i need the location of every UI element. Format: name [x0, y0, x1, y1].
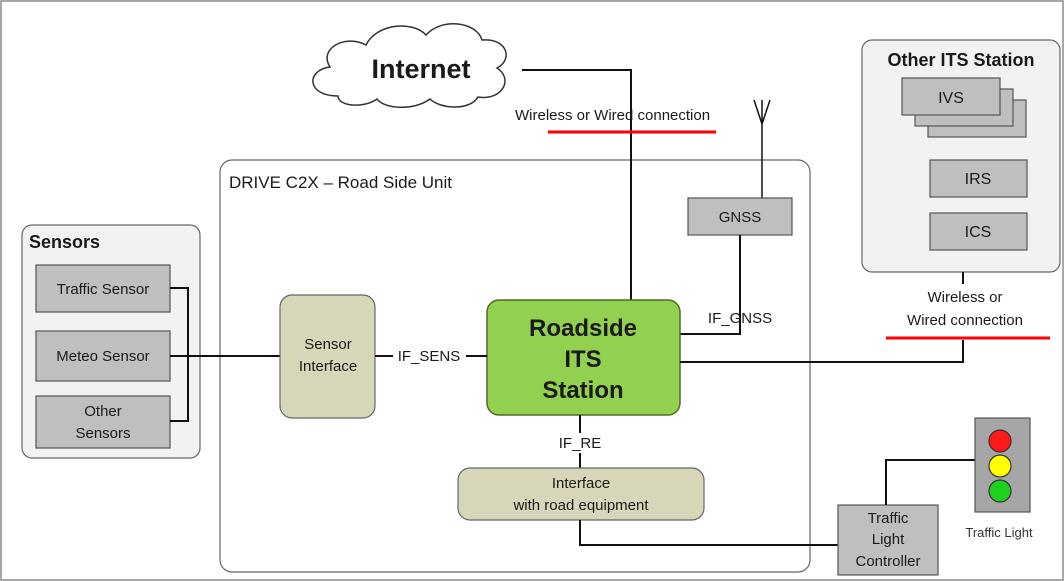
roadside-its-station: [486, 299, 681, 416]
traffic-sensor-label: Traffic Sensor: [57, 281, 150, 298]
controller-to-traffic-light-link: [885, 459, 975, 505]
traffic-light-controller-box: [837, 504, 939, 576]
sensor-interface-line-2: Interface: [299, 358, 357, 375]
irs-label: IRS: [965, 171, 992, 188]
traffic-light-red-lamp: [988, 429, 1012, 453]
other-sensors-box: [35, 395, 171, 449]
traffic-light-controller-line-2: Light: [872, 531, 905, 548]
traffic-light-controller-line-1: Traffic: [868, 510, 909, 527]
traffic-sensor-box: [35, 264, 171, 313]
meteo-sensor-label: Meteo Sensor: [56, 348, 149, 365]
sensor-interface-line-1: Sensor: [304, 336, 352, 353]
gnss-label: GNSS: [719, 209, 762, 226]
traffic-light-icon: [974, 417, 1031, 513]
irs-box: [929, 159, 1028, 198]
road-side-unit-title: DRIVE C2X – Road Side Unit: [229, 173, 452, 192]
road-interface-to-controller-link: [579, 520, 838, 546]
sensor-interface: [279, 294, 376, 419]
if-sens-label: IF_SENS: [398, 348, 461, 365]
sensor-bus: [170, 287, 189, 422]
if-gnss-label: IF_GNSS: [708, 310, 772, 327]
top-connection-label: Wireless or Wired connection: [515, 107, 710, 124]
meteo-sensor-box: [35, 330, 171, 382]
roadside-station-line-1: Roadside: [529, 315, 637, 342]
road-interface-line-2: with road equipment: [512, 497, 649, 514]
road-interface-line-1: Interface: [552, 475, 610, 492]
internet-label: Internet: [371, 54, 470, 84]
internet-cloud: [312, 23, 507, 108]
traffic-light-green-lamp: [988, 479, 1012, 503]
other-sensors-line-2: Sensors: [75, 425, 130, 442]
roadside-station-line-3: Station: [542, 377, 623, 404]
gnss-link: [680, 235, 741, 335]
traffic-light-controller-line-3: Controller: [855, 553, 920, 570]
ics-label: ICS: [965, 224, 992, 241]
sensors-title: Sensors: [29, 232, 100, 252]
roadside-station-line-2: ITS: [564, 346, 601, 373]
internet-link: [522, 69, 632, 300]
right-connection-line-1: Wireless or: [927, 289, 1002, 306]
ivs-label: IVS: [938, 90, 964, 107]
other-its-station-title: Other ITS Station: [887, 50, 1034, 70]
gnss-box: [687, 197, 793, 236]
ivs-box: [901, 77, 1001, 116]
antenna-icon: [753, 99, 771, 198]
ics-box: [929, 212, 1028, 251]
other-sensors-line-1: Other: [84, 403, 122, 420]
station-to-other-its-link: [680, 340, 964, 363]
traffic-light-label: Traffic Light: [965, 525, 1033, 540]
right-connection-line-2: Wired connection: [907, 312, 1023, 329]
traffic-light-yellow-lamp: [988, 454, 1012, 478]
if-re-label: IF_RE: [559, 435, 602, 452]
